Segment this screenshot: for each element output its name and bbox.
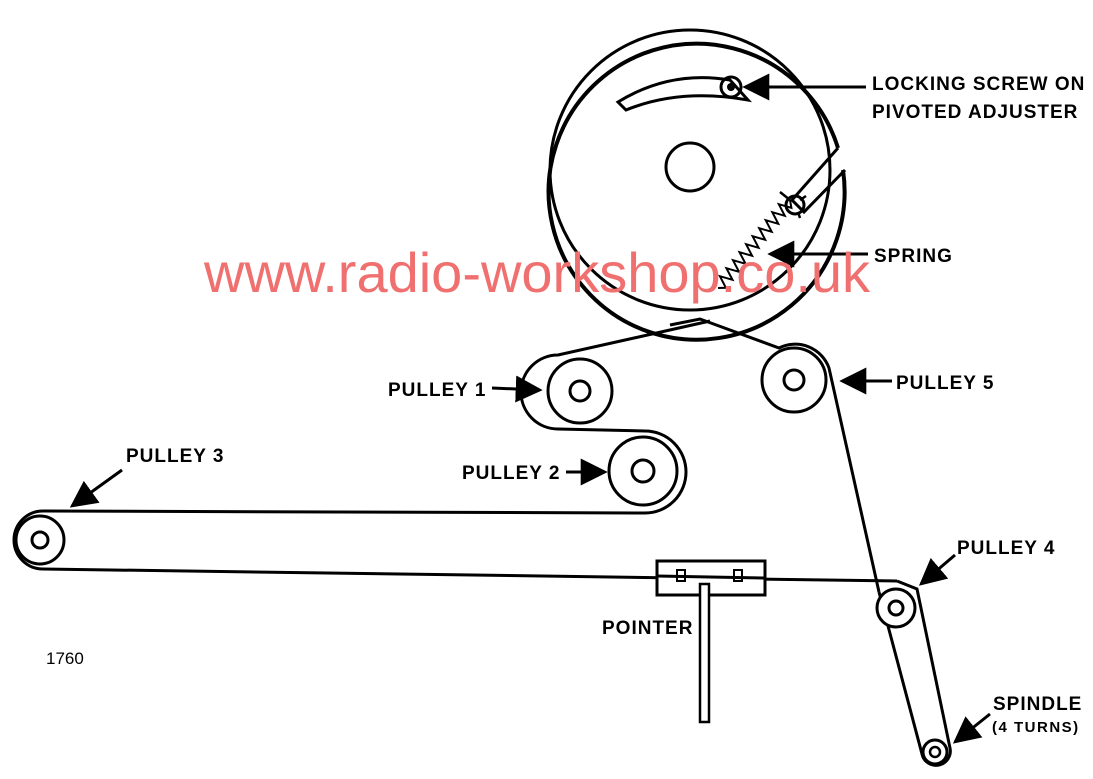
tensioner-pivot-icon [779, 191, 807, 219]
pulley-1 [546, 357, 614, 425]
label-locking-screw-1: LOCKING SCREW ON [872, 74, 1085, 95]
drum-outer-rim [546, 41, 847, 342]
pulley-3 [14, 514, 66, 566]
arrow-pulley1 [491, 375, 543, 403]
pulley-5 [760, 346, 828, 414]
arrow-pulley4 [918, 553, 956, 586]
tensioner-arm [789, 147, 847, 215]
spring-icon [717, 199, 793, 289]
pointer-needle [698, 582, 711, 724]
arrow-pulley3 [69, 468, 123, 508]
pointer [655, 559, 767, 724]
label-spring: SPRING [874, 246, 953, 267]
pulley-4 [875, 587, 917, 629]
watermark-text: www.radio-workshop.co.uk [203, 241, 871, 304]
label-pulley-5: PULLEY 5 [896, 373, 994, 394]
figure-number: 1760 [46, 649, 84, 668]
label-pointer: POINTER [602, 618, 693, 639]
arrow-spindle [952, 712, 991, 744]
pulley-2 [607, 435, 679, 507]
drum [546, 28, 847, 342]
drum-hub [664, 141, 716, 193]
label-spindle-1: SPINDLE [993, 694, 1082, 715]
drum-inner-rim [548, 28, 832, 312]
label-spindle-2: (4 TURNS) [992, 719, 1080, 736]
label-locking-screw-2: PIVOTED ADJUSTER [872, 102, 1078, 123]
cord-pulley2-to-pulley3-upper [42, 429, 688, 515]
drive-cord [12, 317, 952, 767]
adjuster-slot [615, 76, 753, 112]
locking-screw-icon [719, 75, 743, 99]
cord-pulley3-wrap [12, 509, 898, 583]
label-pulley-2: PULLEY 2 [462, 463, 560, 484]
label-pulley-3: PULLEY 3 [126, 446, 224, 467]
spindle [921, 738, 949, 766]
cord-pulley5-to-pulley4 [669, 317, 881, 593]
label-pulley-1: PULLEY 1 [388, 380, 486, 401]
label-pulley-4: PULLEY 4 [957, 538, 1055, 559]
leader-arrows [69, 73, 991, 744]
